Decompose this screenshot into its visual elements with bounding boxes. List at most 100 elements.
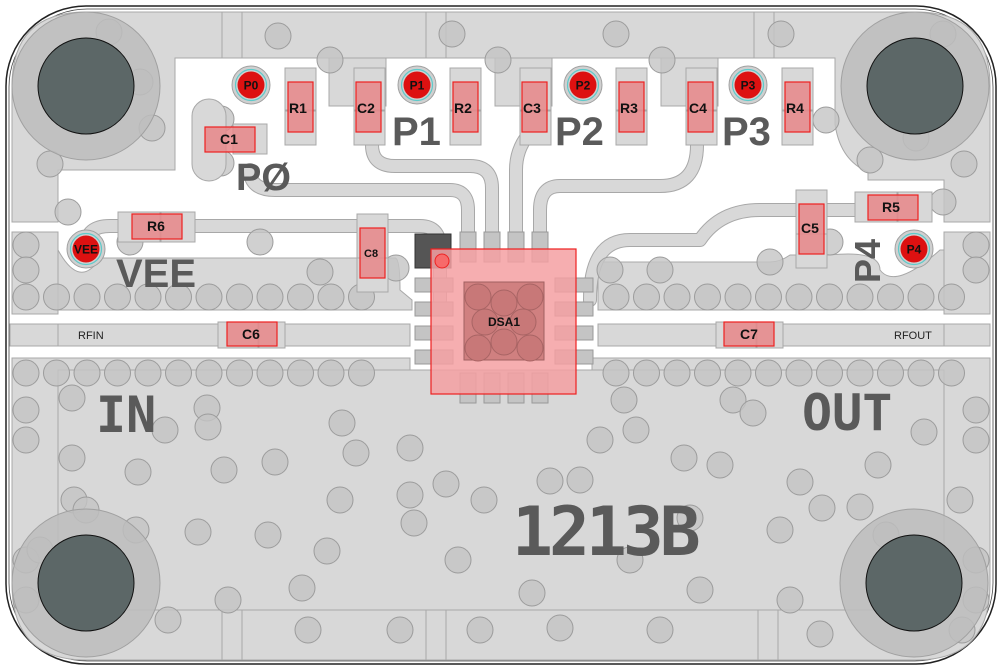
via: [432, 470, 460, 498]
mounting-holes: [11, 11, 990, 658]
thermal-via: [464, 334, 492, 362]
board-edge-inner: [8, 8, 994, 662]
via: [54, 198, 82, 226]
resistor-R4[interactable]: [784, 81, 811, 133]
testpoint-label: P3: [741, 79, 756, 93]
silk-p3: P3: [722, 110, 771, 154]
via: [856, 146, 884, 174]
via: [256, 359, 284, 387]
via: [846, 283, 874, 311]
via: [877, 283, 904, 311]
testpoint-dot: [237, 71, 265, 99]
silk-in: IN: [96, 386, 156, 444]
trace-p3-fill: [534, 139, 703, 238]
via: [785, 283, 813, 311]
resistor-R2[interactable]: [452, 81, 479, 133]
capacitor-C8[interactable]: [359, 227, 386, 279]
via: [256, 283, 284, 311]
via: [646, 256, 674, 284]
ref-R3: R3: [620, 100, 638, 116]
testpoint-p1[interactable]: P1: [397, 65, 437, 105]
via: [184, 518, 212, 546]
via: [470, 486, 498, 514]
silk-vee: VEE: [116, 252, 196, 296]
capacitor-C3[interactable]: [521, 81, 548, 133]
via: [288, 574, 316, 602]
via: [306, 258, 334, 286]
via: [663, 283, 691, 311]
pin1-dot: [434, 253, 450, 269]
testpoint-vee[interactable]: VEE: [66, 229, 106, 269]
via: [287, 283, 314, 311]
via: [785, 359, 813, 387]
via: [950, 150, 978, 178]
via: [786, 468, 814, 496]
ref-C4: C4: [689, 100, 707, 116]
trace-p1-fill: [366, 139, 498, 238]
via: [846, 493, 874, 521]
via: [816, 359, 843, 387]
testpoint-p2[interactable]: P2: [563, 65, 603, 105]
via: [724, 359, 752, 387]
via: [195, 359, 223, 387]
via: [938, 283, 965, 311]
ref-C7: C7: [740, 326, 758, 342]
via: [438, 20, 466, 48]
via: [400, 509, 428, 537]
mount-hole-top-right: [840, 11, 990, 161]
resistor-R6[interactable]: [131, 213, 183, 240]
via: [484, 46, 512, 74]
via: [812, 106, 840, 134]
via: [246, 228, 274, 256]
ref-C2: C2: [357, 100, 375, 116]
via: [264, 22, 292, 50]
silk-p4: P4: [847, 239, 888, 283]
capacitor-C5[interactable]: [798, 203, 825, 255]
ref-C3: C3: [523, 100, 541, 116]
via: [151, 416, 179, 444]
testpoint-dot: [900, 235, 928, 263]
capacitor-C2[interactable]: [355, 81, 382, 133]
trace-p4-fill: [584, 204, 916, 306]
capacitor-C6[interactable]: [226, 321, 278, 347]
resistor-R1[interactable]: [287, 81, 314, 133]
resistor-R5[interactable]: [867, 194, 919, 221]
ref-C1: C1: [220, 131, 238, 147]
ic-thermal-vias: [464, 283, 544, 362]
via: [602, 283, 630, 311]
silk-p1: P1: [392, 110, 441, 154]
trace-p0-fill: [244, 164, 474, 238]
ref-C5: C5: [801, 220, 819, 236]
testpoint-p0[interactable]: P0: [231, 65, 271, 105]
via: [633, 359, 660, 387]
via: [316, 46, 344, 74]
via: [566, 466, 594, 494]
ref-DSA1: DSA1: [488, 315, 520, 329]
testpoint-p4[interactable]: P4: [894, 229, 934, 269]
via: [326, 486, 354, 514]
capacitor-C4[interactable]: [687, 81, 714, 133]
via: [536, 467, 564, 495]
via: [962, 256, 990, 284]
components: [131, 81, 919, 347]
testpoint-p3[interactable]: P3: [728, 65, 768, 105]
ic-DSA1[interactable]: [414, 231, 594, 404]
capacitor-C7[interactable]: [723, 321, 775, 347]
resistor-R3[interactable]: [618, 81, 645, 133]
ref-R6: R6: [147, 218, 165, 234]
ref-C8: C8: [364, 248, 378, 260]
via: [12, 426, 40, 454]
via: [12, 359, 40, 387]
via: [154, 606, 182, 634]
ref-R2: R2: [454, 100, 472, 116]
silk-part-number: 1213B: [512, 493, 699, 572]
net-label-rfin: RFIN: [78, 330, 104, 342]
via: [806, 620, 834, 648]
mount-hole-bottom-right: [839, 508, 989, 658]
via: [694, 283, 721, 311]
ref-R5: R5: [882, 199, 900, 215]
testpoint-label: P0: [244, 79, 259, 93]
via: [104, 359, 131, 387]
via: [210, 456, 238, 484]
capacitor-C1[interactable]: [204, 126, 256, 153]
